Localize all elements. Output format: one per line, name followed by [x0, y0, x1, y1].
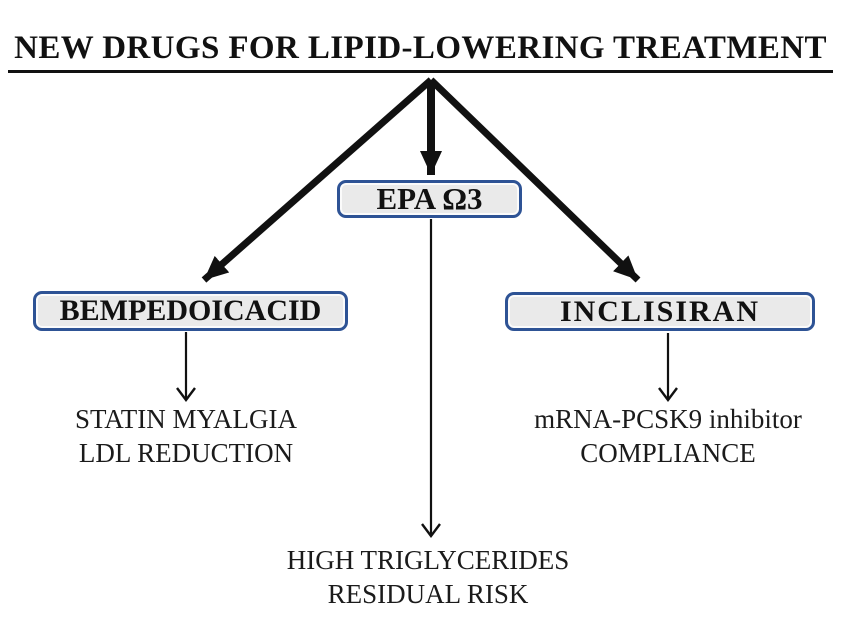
- node-inclisiran: INCLISIRAN: [505, 292, 815, 331]
- outcome-epa-line1: HIGH TRIGLYCERIDES: [286, 545, 570, 575]
- outcome-bempedoic-line2: LDL REDUCTION: [78, 438, 294, 468]
- diagram-title-text: NEW DRUGS FOR LIPID-LOWERING TREATMENT: [8, 30, 833, 73]
- node-bempedoic-acid: BEMPEDOICACID: [33, 291, 348, 331]
- outcome-bempedoic-line1: STATIN MYALGIA: [74, 404, 298, 434]
- diagram-title: NEW DRUGS FOR LIPID-LOWERING TREATMENT: [0, 30, 841, 73]
- arrow-title-to-bempedoic: [201, 77, 434, 283]
- node-epa-omega3: EPA Ω3: [337, 180, 522, 218]
- outcome-inclisiran-line2: COMPLIANCE: [580, 438, 756, 468]
- node-inclisiran-label: INCLISIRAN: [559, 294, 761, 328]
- arrow-title-to-inclisiran: [428, 77, 641, 283]
- node-epa-omega3-label: EPA Ω3: [376, 181, 483, 216]
- outcome-epa: HIGH TRIGLYCERIDES RESIDUAL RISK: [248, 543, 608, 611]
- outcome-inclisiran-line1: mRNA-PCSK9 inhibitor: [534, 404, 802, 434]
- outcome-inclisiran: mRNA-PCSK9 inhibitor COMPLIANCE: [498, 402, 838, 470]
- outcome-bempedoic: STATIN MYALGIA LDL REDUCTION: [36, 402, 336, 470]
- node-bempedoic-acid-label: BEMPEDOICACID: [59, 294, 322, 327]
- outcome-epa-line2: RESIDUAL RISK: [327, 579, 529, 609]
